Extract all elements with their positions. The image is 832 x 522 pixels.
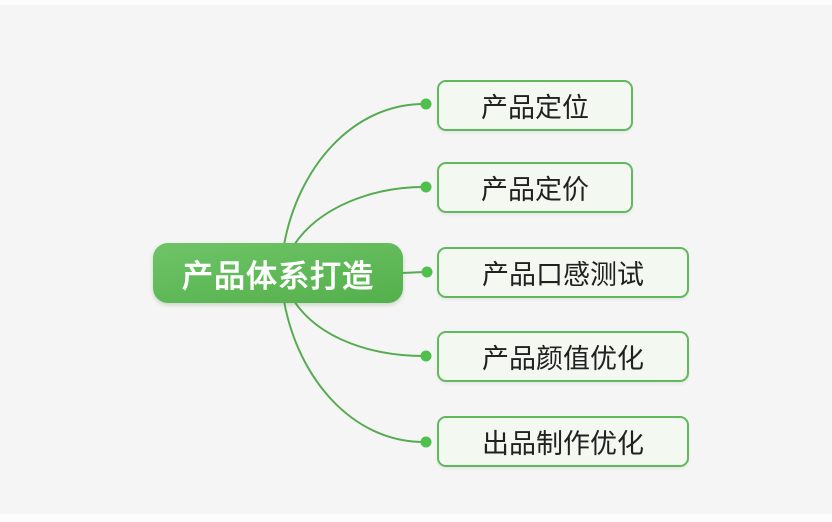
child-node-appearance-optimize[interactable]: 产品颜值优化 <box>437 331 689 382</box>
branch-line-3 <box>401 271 425 274</box>
branch-dot-2 <box>420 181 432 193</box>
root-node[interactable]: 产品体系打造 <box>153 243 403 303</box>
child-node-product-pricing[interactable]: 产品定价 <box>437 162 633 213</box>
child-node-taste-testing[interactable]: 产品口感测试 <box>437 247 689 298</box>
child-node-production-optimize[interactable]: 出品制作优化 <box>437 416 689 467</box>
branch-curve-4 <box>293 300 425 357</box>
branch-dot-3 <box>421 266 433 278</box>
child-node-product-positioning[interactable]: 产品定位 <box>437 80 633 131</box>
branch-curve-1 <box>283 103 425 246</box>
branch-dot-4 <box>420 350 432 362</box>
branch-curve-2 <box>293 186 425 246</box>
canvas-top-margin <box>0 0 832 5</box>
branch-dot-5 <box>420 436 432 448</box>
canvas-bottom-margin <box>0 514 832 522</box>
branch-dot-1 <box>420 98 432 110</box>
branch-curve-5 <box>283 300 425 443</box>
